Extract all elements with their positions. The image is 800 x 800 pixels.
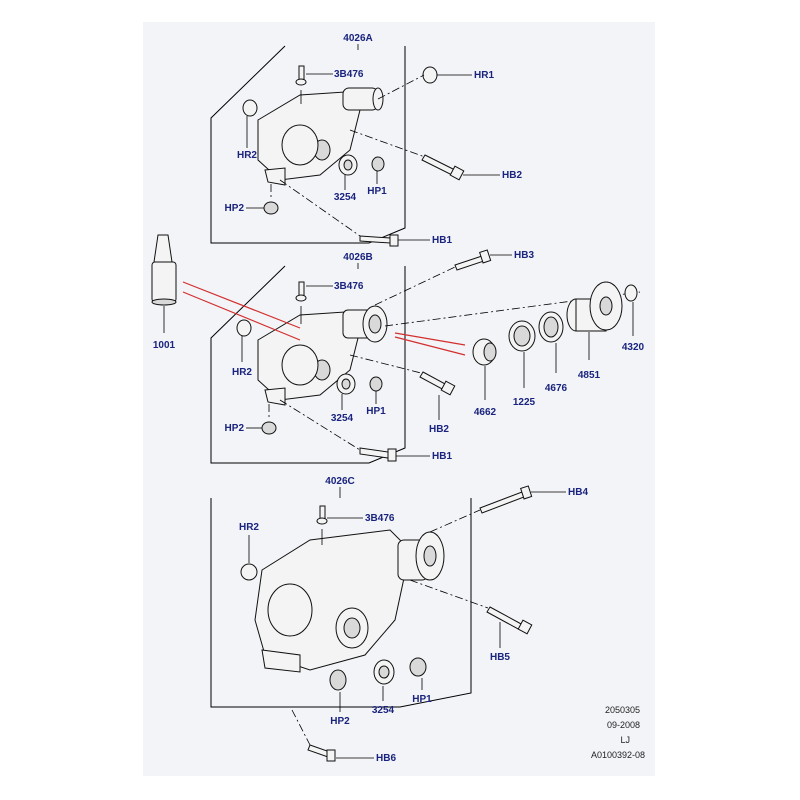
diff-housing-c	[254, 529, 445, 673]
b-hp2-label: HP2	[225, 423, 245, 434]
group-b-title: 4026B	[343, 252, 372, 263]
b-3254-label: 3254	[331, 413, 354, 424]
p4662-label: 4662	[474, 407, 497, 418]
a-3254-label: 3254	[334, 192, 357, 203]
seal-hr1	[422, 66, 438, 84]
c-hp1-label: HP1	[412, 694, 432, 705]
group-c-title: 4026C	[325, 476, 354, 487]
nut-4320	[624, 284, 638, 302]
seal-hr2-b	[236, 319, 252, 337]
c-hb6-label: HB6	[376, 753, 396, 764]
p4851-label: 4851	[578, 370, 601, 381]
diagram-initials: LJ	[620, 735, 630, 745]
bolt-hb4	[479, 485, 533, 514]
group-b-box	[210, 265, 406, 464]
seal-hr2-c	[240, 563, 258, 581]
seal-4676	[538, 311, 564, 343]
group-4026a: 4026A 3B476 HR2 HP2 3254	[210, 33, 522, 247]
bolt-hb5	[486, 606, 533, 635]
a-hr2-label: HR2	[237, 150, 257, 161]
c-hp2-label: HP2	[330, 716, 350, 727]
p1225-label: 1225	[513, 397, 536, 408]
apply-line-4	[394, 336, 466, 356]
plug-hp2-a	[263, 201, 279, 215]
plug-hp1-a	[371, 156, 385, 172]
a-hp1-label: HP1	[367, 186, 387, 197]
b-3b476-label: 3B476	[334, 281, 364, 292]
diagram-date: 09-2008	[607, 720, 640, 730]
a-hb1-label: HB1	[432, 235, 452, 246]
diff-housing-a	[257, 87, 384, 186]
bolt-hb6	[307, 744, 336, 762]
b-hb1-label: HB1	[432, 451, 452, 462]
b-hr2-label: HR2	[232, 367, 252, 378]
c-hb5-label: HB5	[490, 652, 510, 663]
bolt-hb1-a	[359, 234, 399, 247]
c-hb4-label: HB4	[568, 487, 588, 498]
b-hb3-label: HB3	[514, 250, 534, 261]
tube-1001	[151, 234, 177, 306]
apply-line-3	[394, 332, 466, 346]
c-hr2-label: HR2	[239, 522, 259, 533]
b-hb2-label: HB2	[429, 424, 449, 435]
bearing-1225	[508, 320, 536, 352]
plug-hp2-b	[261, 421, 277, 435]
diagram-code: 2050305	[605, 705, 640, 715]
b-hp1-label: HP1	[366, 406, 386, 417]
seal-4662	[472, 338, 497, 366]
bolt-hb2-b	[419, 371, 456, 396]
breather-3b476-a	[295, 65, 307, 104]
group-4026b: 4026B 3B476 HR2 HP2 3254 HP1	[210, 249, 534, 464]
plug-hp1-b	[369, 376, 383, 392]
diagram-ref: A0100392-08	[591, 750, 645, 760]
p4676-label: 4676	[545, 383, 568, 394]
flange-4851	[566, 281, 623, 332]
p1001-label: 1001	[153, 340, 176, 351]
plug-hp2-c	[329, 669, 347, 691]
a-3b476-label: 3B476	[334, 69, 364, 80]
bolt-hb3	[454, 249, 492, 271]
apply-line-1	[182, 281, 301, 329]
breather-3b476-c	[316, 505, 328, 545]
a-hp2-label: HP2	[225, 203, 245, 214]
plug-hp1-c	[409, 657, 427, 677]
group-a-box	[210, 45, 406, 244]
diagram-panel	[143, 22, 655, 776]
c-3b476-label: 3B476	[365, 513, 395, 524]
breather-3b476-b	[295, 281, 307, 324]
c-3254-label: 3254	[372, 705, 395, 716]
apply-line-2	[182, 291, 301, 341]
bolt-hb1-b	[359, 447, 397, 462]
bolt-hb2-a	[421, 154, 465, 181]
diff-housing-b	[257, 305, 388, 406]
seal-hr2-a	[242, 99, 258, 117]
p4320-label: 4320	[622, 342, 645, 353]
a-hr1-label: HR1	[474, 70, 494, 81]
a-hb2-label: HB2	[502, 170, 522, 181]
group-c-box	[210, 498, 472, 708]
group-a-title: 4026A	[343, 33, 372, 44]
group-4026c: 4026C 3B476 HR2 HP2 3254 HP1	[210, 476, 588, 764]
